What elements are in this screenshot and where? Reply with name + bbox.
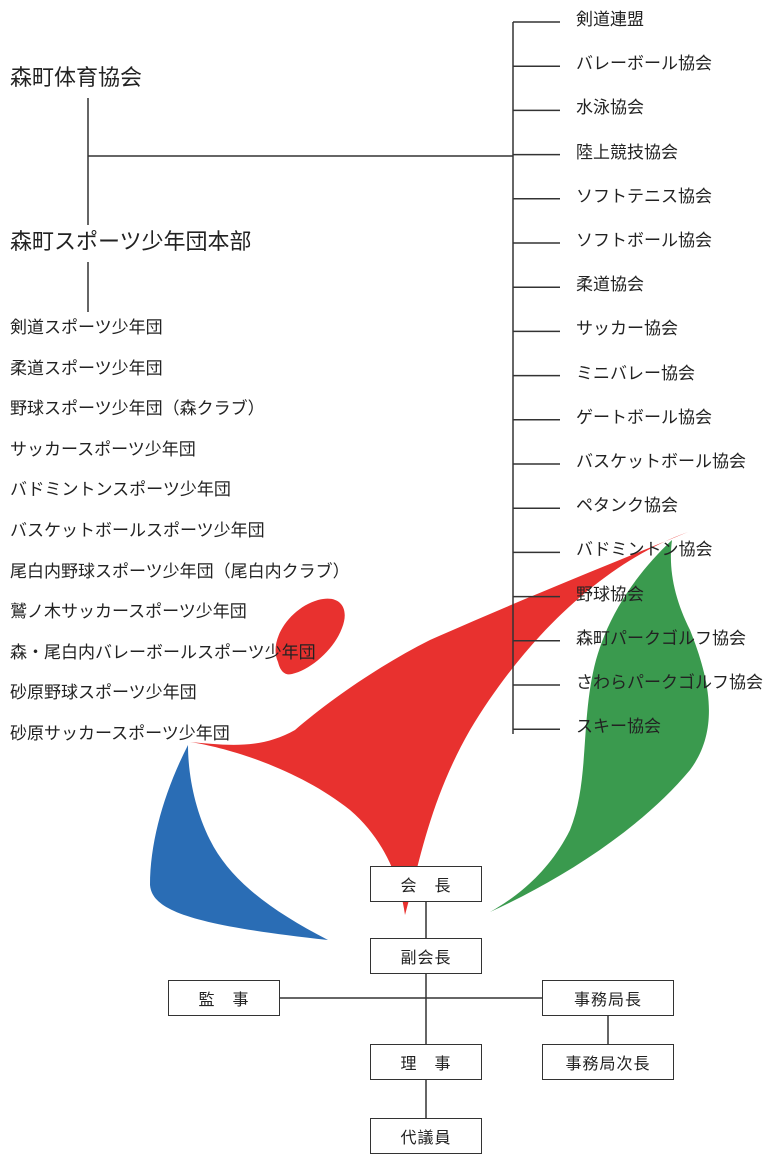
association-item: バドミントン協会 <box>576 540 713 561</box>
logo-green-leaf <box>490 540 709 912</box>
sports-association-title: 森町体育協会 <box>10 66 143 91</box>
association-item: ゲートボール協会 <box>576 407 712 428</box>
youth-club-item: 鷲ノ木サッカースポーツ少年団 <box>10 602 247 623</box>
association-item: ミニバレー協会 <box>576 363 695 384</box>
youth-club-item: 森・尾白内バレーボールスポーツ少年団 <box>10 642 316 663</box>
director-box: 理 事 <box>370 1044 482 1080</box>
association-item: スキー協会 <box>576 717 661 738</box>
association-item: さわらパークゴルフ協会 <box>576 673 763 693</box>
association-item: ソフトボール協会 <box>576 231 712 251</box>
association-item: バレーボール協会 <box>576 54 712 75</box>
auditor-box: 監 事 <box>168 980 280 1016</box>
vice-president-box: 副会長 <box>370 938 482 974</box>
youth-club-item: サッカースポーツ少年団 <box>10 439 196 460</box>
youth-club-item: 野球スポーツ少年団（森クラブ） <box>10 399 265 420</box>
youth-club-item: バドミントンスポーツ少年団 <box>10 480 231 501</box>
association-item: 柔道協会 <box>576 275 644 296</box>
logo-red-dot <box>275 598 345 675</box>
association-item: ペタンク協会 <box>576 496 678 517</box>
youth-club-item: 尾白内野球スポーツ少年団（尾白内クラブ） <box>10 561 350 582</box>
youth-club-item: 柔道スポーツ少年団 <box>10 358 163 379</box>
youth-club-item: 剣道スポーツ少年団 <box>10 318 163 338</box>
delegates-box: 代議員 <box>370 1118 482 1154</box>
association-item: バスケットボール協会 <box>576 452 746 472</box>
secretary-general-box: 事務局長 <box>542 980 674 1016</box>
association-item: 森町パークゴルフ協会 <box>576 628 746 649</box>
association-item: サッカー協会 <box>576 319 678 340</box>
association-item: 剣道連盟 <box>576 10 644 30</box>
president-box: 会 長 <box>370 866 482 902</box>
association-item: ソフトテニス協会 <box>576 186 712 207</box>
logo-red-swoosh <box>190 532 688 915</box>
association-item: 野球協会 <box>576 584 644 605</box>
logo-blue-leaf <box>150 745 328 940</box>
youth-club-item: 砂原サッカースポーツ少年団 <box>10 724 230 744</box>
youth-club-item: 砂原野球スポーツ少年団 <box>10 683 197 704</box>
deputy-secretary-general-box: 事務局次長 <box>542 1044 674 1080</box>
youth-sports-hq-title: 森町スポーツ少年団本部 <box>10 230 252 255</box>
youth-club-item: バスケットボールスポーツ少年団 <box>10 521 265 541</box>
association-item: 陸上競技協会 <box>576 142 678 163</box>
association-item: 水泳協会 <box>576 98 644 119</box>
